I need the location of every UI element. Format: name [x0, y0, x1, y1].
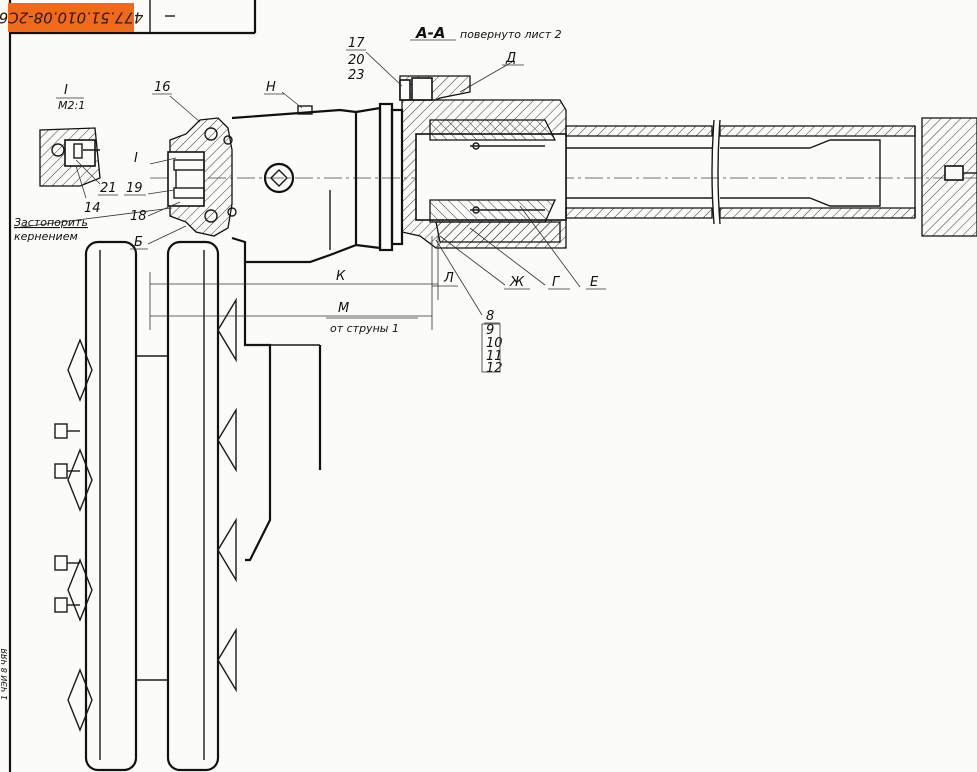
set-screw-h: [297, 105, 313, 115]
part-16: 16: [154, 80, 171, 95]
part-18: 18: [130, 209, 147, 224]
shaft: [565, 117, 977, 237]
dim-k: К: [336, 269, 346, 284]
lock-note-line1: Застопорить: [14, 216, 88, 229]
part-19: 19: [126, 181, 143, 196]
margin-note: 1 ЧЭИ 8 ЧЯЯ: [0, 648, 9, 700]
lock-note-line2: кернением: [14, 230, 78, 243]
part-14: 14: [84, 201, 101, 216]
mark-zh: Ж: [509, 275, 525, 290]
dim-m: М: [338, 301, 349, 316]
wheel-bolts: [54, 423, 80, 613]
dimensions: [13, 39, 581, 330]
from-string-note: от струны 1: [330, 322, 399, 335]
mark-i: I: [134, 151, 138, 166]
hub-section: [399, 75, 567, 249]
part-17: 17: [348, 36, 365, 51]
stamp-label: 477.51.010.08-2C6: [0, 3, 143, 32]
mark-h: Н: [266, 80, 276, 95]
mark-d: Д: [505, 51, 516, 66]
bracket-body: [231, 102, 404, 562]
part-10: 10: [486, 336, 503, 351]
part-21: 21: [100, 181, 117, 196]
sheet-frame: [8, 0, 257, 772]
dim-l: Л: [443, 271, 454, 286]
wheel-assembly: [54, 240, 237, 772]
part-11: 11: [486, 349, 503, 364]
head-section: [167, 117, 237, 237]
part-9: 9: [486, 323, 494, 338]
stamp-background: [8, 3, 134, 32]
part-20: 20: [348, 53, 365, 68]
mark-e: Е: [590, 275, 599, 290]
part-23: 23: [348, 68, 365, 83]
part-8: 8: [486, 309, 494, 324]
section-title: А-А: [415, 24, 445, 42]
stamp-code: 477.51.010.08-2C6: [0, 9, 143, 27]
mark-g: Г: [552, 275, 561, 290]
detail-i: [39, 127, 101, 187]
section-note: повернуто лист 2: [460, 28, 562, 41]
detail-title: I: [64, 83, 68, 98]
underlines: [98, 49, 606, 373]
mark-b: Б: [134, 235, 143, 250]
detail-scale: М2:1: [58, 99, 85, 112]
pivot-circle: [263, 162, 295, 194]
